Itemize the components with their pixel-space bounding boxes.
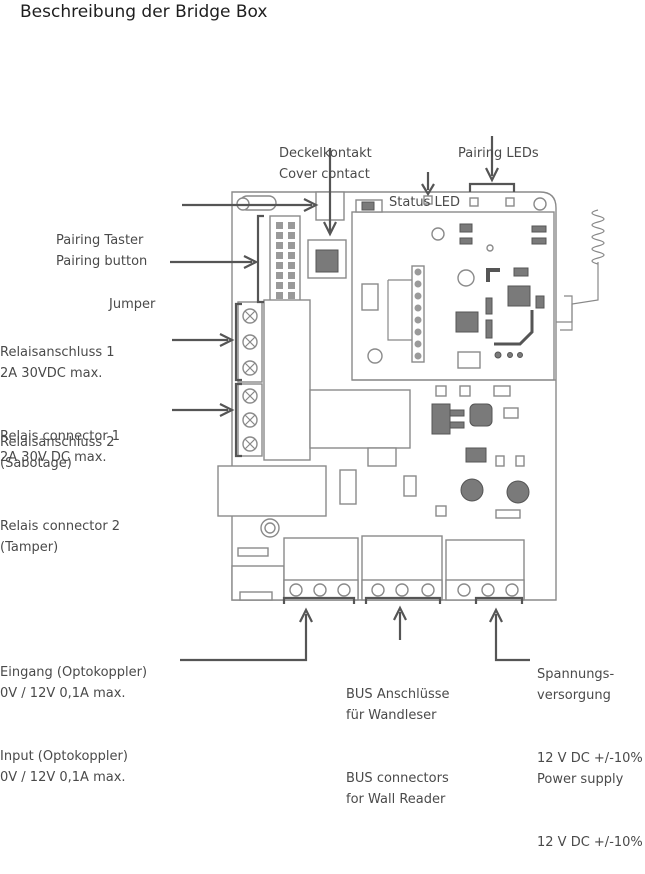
jumper-pin [276, 232, 283, 239]
page-title: Beschreibung der Bridge Box [20, 2, 268, 22]
power-connector [445, 539, 525, 601]
jumper-pin [288, 282, 295, 289]
jumper-block [269, 215, 301, 303]
screw-hole [533, 197, 547, 211]
pairing-leds-label: Pairing LEDs [458, 146, 539, 161]
jumper-pin [288, 272, 295, 279]
radio-chip [507, 285, 531, 307]
jumper-pin [276, 292, 283, 299]
jumper-pin [288, 292, 295, 299]
jumper-pin [276, 262, 283, 269]
voltage-regulator [431, 403, 451, 435]
pairing-led [469, 197, 479, 207]
jumper-label: Jumper [109, 297, 156, 312]
pairing-led [505, 197, 515, 207]
relay-2-label: Relaisanschluss 2(Sabotage) Relais conne… [0, 435, 121, 555]
jumper-pin [288, 232, 295, 239]
input-label: Eingang (Optokoppler)0V / 12V 0,1A max. … [0, 665, 148, 785]
jumper-pin [276, 222, 283, 229]
jumper-pin [276, 272, 283, 279]
status-led-label: Status LED [389, 195, 461, 210]
radio-pin-header [387, 265, 425, 363]
jumper-pin [276, 252, 283, 259]
power-label: Spannungs-versorgung 12 V DC +/-10%Power… [537, 667, 643, 850]
bus-connectors [361, 535, 443, 601]
jumper-pin [288, 222, 295, 229]
jumper-pin [276, 282, 283, 289]
callout-lines [170, 136, 530, 662]
screw-hole [264, 522, 276, 534]
antenna [556, 209, 605, 331]
relay-connector-2 [237, 383, 263, 457]
jumper-pin [288, 252, 295, 259]
jumper-pin [288, 242, 295, 249]
relay-block [263, 299, 311, 461]
jumper-pin [276, 242, 283, 249]
relay-connector-1 [237, 301, 263, 383]
bridge-box-diagram [170, 136, 605, 662]
input-connector [283, 537, 359, 601]
jumper-pin [288, 262, 295, 269]
